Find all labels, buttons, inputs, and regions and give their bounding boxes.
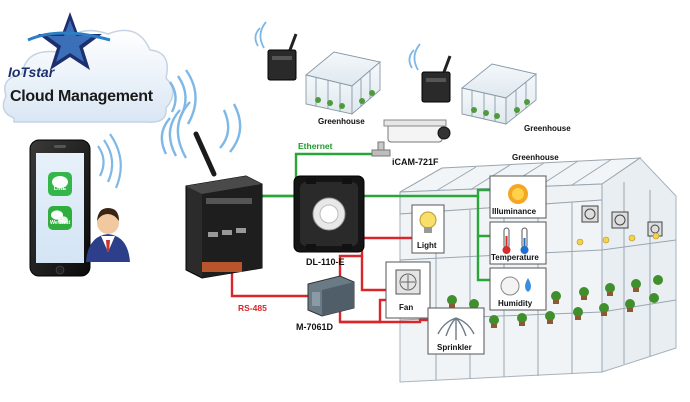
line-app-label: LINE [53,186,67,192]
light-bulb-icon [419,211,437,233]
wechat-app-icon [48,206,72,230]
io-module-device [307,275,355,317]
wireless-signal-icon [254,21,267,49]
greenhouse-left-label: Greenhouse [318,117,365,126]
sprinkler-box [427,307,485,355]
illuminance-label: Illuminance [492,207,537,216]
controller-label: DL-110-E [306,257,345,267]
greenhouse-right [460,63,538,125]
camera-label: iCAM-721F [392,157,439,167]
wireless-signal-icon [169,69,197,125]
sun-icon [508,184,528,204]
wireless-signal-icon [97,133,122,189]
sprinkler-icon [437,317,475,340]
cloud-title-label: Cloud Management [10,88,153,105]
wireless-signal-icon [408,43,421,71]
greenhouse-bulb-icon [576,232,660,246]
temperature-box [489,221,547,265]
user-avatar-icon [86,208,130,262]
ethernet-link [262,152,490,282]
sprinkler-label: Sprinkler [437,343,472,352]
rs485-label: RS-485 [238,303,267,313]
dl110-sensor-device [293,175,365,253]
cloud-brand-label: IoTstar [8,64,55,80]
wise-controller-device [185,131,263,279]
light-box [411,204,445,254]
iotstar-star-icon [27,12,111,70]
temperature-label: Temperature [491,253,539,262]
rs485-link [230,236,432,324]
line-app-icon [48,172,72,196]
remote-controller-left [267,33,298,81]
ethernet-label: Ethernet [298,141,333,151]
humidity-box [489,267,547,311]
greenhouse-left [305,51,381,115]
greenhouse-fan-icon [581,205,663,237]
illuminance-box [489,175,547,219]
thermometer-icon [502,227,529,254]
light-label: Light [417,241,437,250]
io-module-label: M-7061D [296,322,334,332]
greenhouse-main-label: Greenhouse [512,153,559,162]
smartphone [29,139,91,277]
fan-box [385,261,431,319]
fan-icon [395,269,421,295]
fan-label: Fan [399,303,414,312]
humidity-icon [500,276,531,296]
wireless-signal-icon [160,101,242,159]
cloud-badge [2,12,174,123]
greenhouse-right-label: Greenhouse [524,124,571,133]
remote-controller-right [421,55,452,103]
wechat-app-label: WeChat [49,220,71,226]
humidity-label: Humidity [498,299,533,308]
ip-camera-device [371,119,451,157]
